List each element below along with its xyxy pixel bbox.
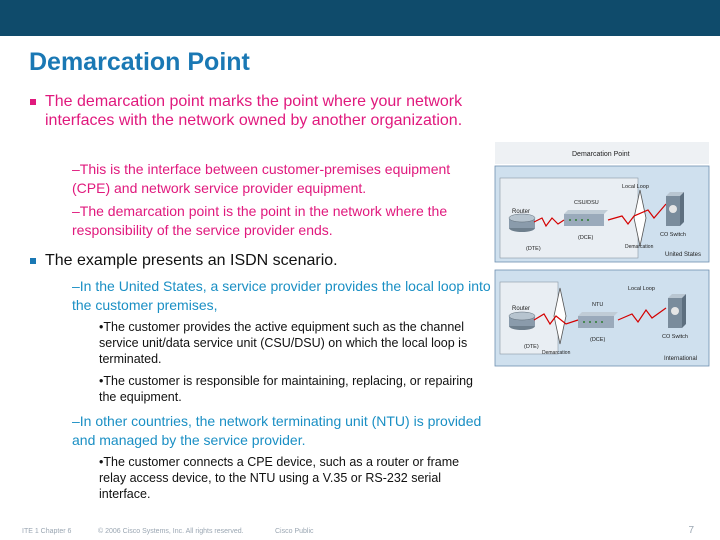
intl-local-loop-label: Local Loop <box>628 286 655 292</box>
ntu-icon <box>578 312 618 328</box>
footer-classification: Cisco Public <box>275 528 314 535</box>
bullet-isdn-scenario: The example presents an ISDN scenario. <box>45 252 338 269</box>
intl-demarcation-label: Demarcation <box>542 350 571 356</box>
us-router-label: Router <box>512 209 530 215</box>
page-number: 7 <box>688 525 694 536</box>
demarcation-diagram: Demarcation Point Router (DTE) CSU/DSU (… <box>494 142 710 367</box>
slide-title: Demarcation Point <box>29 48 250 76</box>
sub-sub-bullet-maintenance: •The customer is responsible for maintai… <box>99 374 473 404</box>
us-dte-label: (DTE) <box>526 246 541 252</box>
co-switch-icon <box>668 294 686 328</box>
intl-dce-label: (DCE) <box>590 337 605 343</box>
bullet-demarcation-intro: The demarcation point marks the point wh… <box>45 93 463 129</box>
us-local-loop-label: Local Loop <box>622 184 649 190</box>
figure-caption: Demarcation Point <box>572 151 630 158</box>
sub-bullet-ntu-other-countries: –In other countries, the network termina… <box>72 413 482 448</box>
us-dce-label: (DCE) <box>578 235 593 241</box>
square-bullet-icon <box>30 258 36 264</box>
sub-bullet-provider-responsibility: –The demarcation point is the point in t… <box>72 203 448 238</box>
intl-ntu-label: NTU <box>592 302 603 308</box>
header-bar <box>0 0 720 36</box>
local-loop-line <box>617 307 667 324</box>
sub-sub-bullet-cpe-to-ntu: •The customer connects a CPE device, suc… <box>99 455 460 501</box>
us-co-switch-label: CO Switch <box>660 232 686 238</box>
us-demarcation-label: Demarcation <box>625 244 654 250</box>
serial-link-line <box>533 313 579 326</box>
square-bullet-icon <box>30 99 36 105</box>
footer-copyright: © 2006 Cisco Systems, Inc. All rights re… <box>98 528 244 535</box>
intl-co-switch-label: CO Switch <box>662 334 688 340</box>
demarcation-marker-icon <box>633 189 647 247</box>
csu-dsu-icon <box>564 210 608 226</box>
sub-bullet-us-local-loop: –In the United States, a service provide… <box>72 278 491 313</box>
footer-course: ITE 1 Chapter 6 <box>22 528 72 535</box>
demarcation-marker-icon <box>553 287 567 345</box>
local-loop-line <box>607 203 667 225</box>
us-region-label: United States <box>665 252 701 258</box>
sub-sub-bullet-csu-dsu: •The customer provides the active equipm… <box>99 320 468 366</box>
serial-link-line <box>533 217 565 228</box>
router-icon <box>508 213 536 232</box>
co-switch-icon <box>666 192 684 226</box>
us-csu-label: CSU/DSU <box>574 200 599 206</box>
sub-bullet-cpe-interface: –This is the interface between customer-… <box>72 161 451 196</box>
intl-dte-label: (DTE) <box>524 344 539 350</box>
router-icon <box>508 311 536 330</box>
intl-router-label: Router <box>512 306 530 312</box>
intl-region-label: International <box>664 356 697 362</box>
